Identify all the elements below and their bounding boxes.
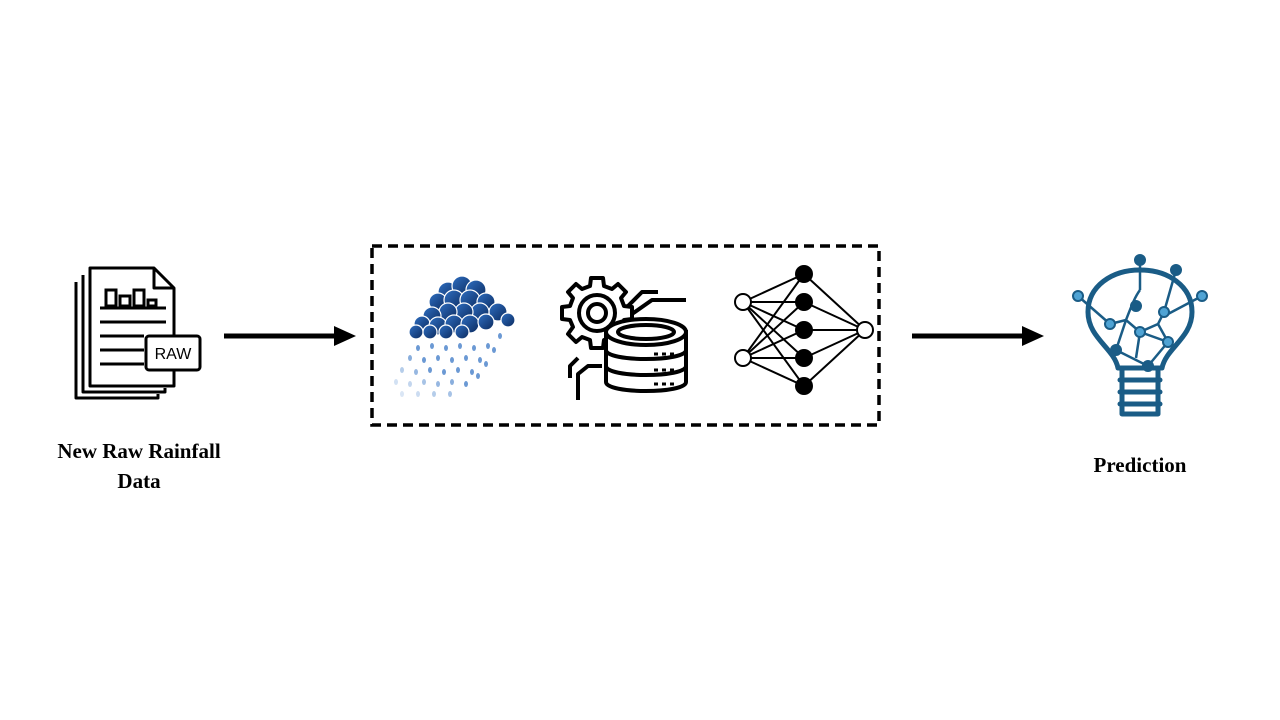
rain-cloud-icon	[394, 275, 516, 397]
raw-badge	[144, 334, 202, 372]
input-label-line-1: New Raw Rainfall	[57, 439, 221, 463]
process-box	[370, 244, 881, 427]
arrow-to-process	[224, 326, 356, 346]
raw-badge-text: RAW	[155, 346, 193, 363]
arrow-to-prediction	[912, 326, 1044, 346]
raw-data-document-icon: RAW	[74, 266, 202, 400]
output-label: Prediction	[1093, 453, 1187, 477]
input-label-line-2: Data	[117, 469, 161, 493]
neural-network-icon	[734, 265, 874, 395]
database-gear-icon	[560, 276, 688, 400]
input-label: New Raw Rainfall Data	[40, 436, 238, 496]
lightbulb-network-icon	[1072, 254, 1208, 417]
